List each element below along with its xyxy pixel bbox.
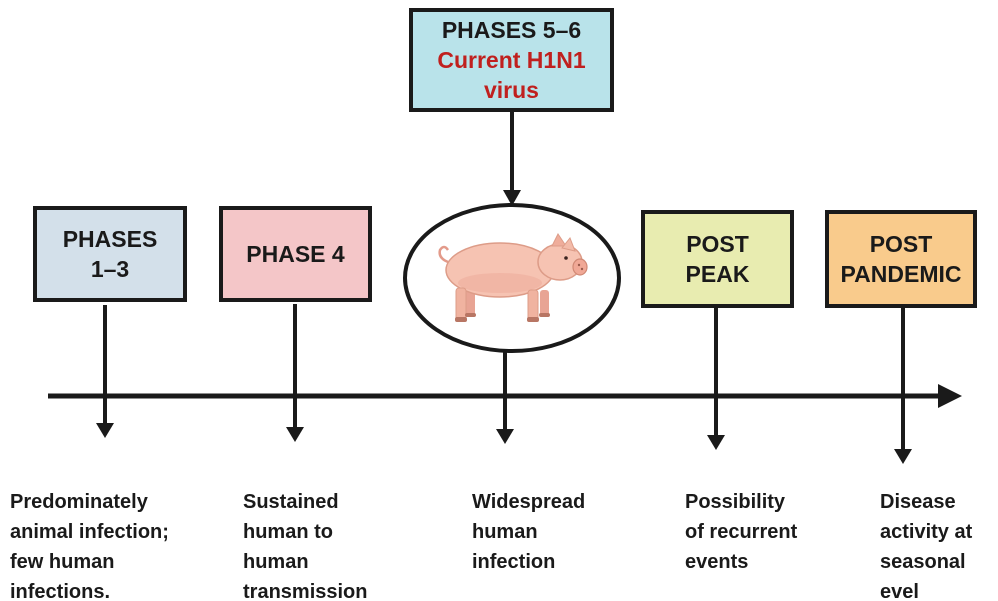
description-line: of recurrent xyxy=(685,521,798,543)
description-line: Sustained xyxy=(243,491,339,513)
phases-5-6-drop-arrowhead xyxy=(496,429,514,444)
phase-4-description: Sustained human to human transmission xyxy=(243,487,367,601)
post-peak-description: Possibility of recurrent events xyxy=(685,487,797,577)
pig-icon xyxy=(438,233,588,322)
phases-5-6-virus-word: virus xyxy=(484,77,539,103)
description-line: human xyxy=(243,551,309,573)
phases-5-6-title: PHASES 5–6 xyxy=(441,17,582,43)
phases-1-3-description: Predominately animal infection; few huma… xyxy=(10,487,169,601)
description-line: Widespread xyxy=(472,491,586,513)
post-pandemic-drop-arrowhead xyxy=(894,449,912,464)
description-line: animal infection; xyxy=(10,521,169,543)
post-peak-line2: PEAK xyxy=(685,261,750,287)
description-line: infections. xyxy=(10,581,111,601)
phases-1-3-title: PHASES xyxy=(62,226,158,252)
description-line: infection xyxy=(472,551,556,573)
timeline-arrowhead xyxy=(938,384,962,408)
description-line: activity at xyxy=(880,521,973,543)
phase-4-title: PHASE 4 xyxy=(246,241,345,267)
phases-5-6-box: PHASES 5–6 Current H1N1 virus xyxy=(409,8,614,112)
description-line: Disease xyxy=(880,491,956,513)
phases-1-3-range: 1–3 xyxy=(90,256,130,282)
description-line: human to xyxy=(243,521,333,543)
phase-4-drop-arrowhead xyxy=(286,427,304,442)
description-line: Predominately xyxy=(10,491,148,513)
description-line: seasonal xyxy=(880,551,966,573)
phases-5-6-virus-name: Current H1N1 xyxy=(437,47,586,73)
post-peak-box: POST PEAK xyxy=(641,210,794,308)
post-peak-drop-arrowhead xyxy=(707,435,725,450)
description-line: transmission xyxy=(243,581,368,601)
description-line: human xyxy=(472,521,538,543)
description-line: events xyxy=(685,551,749,573)
post-pandemic-line2: PANDEMIC xyxy=(840,261,962,287)
phase-4-box: PHASE 4 xyxy=(219,206,372,302)
post-peak-line1: POST xyxy=(686,231,749,257)
post-pandemic-description: Disease activity at seasonal evel xyxy=(880,487,972,601)
description-line: evel xyxy=(880,581,919,601)
phases-1-3-drop-arrowhead xyxy=(96,423,114,438)
post-pandemic-box: POST PANDEMIC xyxy=(825,210,977,308)
phases-5-6-arrowhead xyxy=(503,190,521,206)
phases-1-3-box: PHASES 1–3 xyxy=(33,206,187,302)
phases-5-6-description: Widespread human infection xyxy=(472,487,585,577)
post-pandemic-line1: POST xyxy=(869,231,933,257)
description-line: Possibility xyxy=(685,491,786,513)
description-line: few human xyxy=(10,551,115,573)
